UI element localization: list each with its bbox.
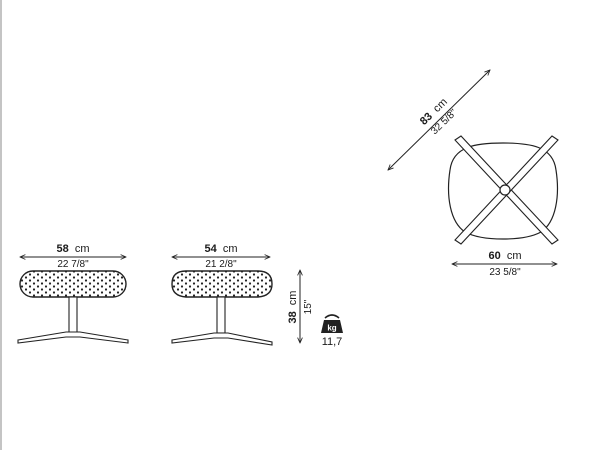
dim-front-in: 21 2/8" xyxy=(205,259,237,270)
footstool-side-view: 58 cm 22 7/8" xyxy=(17,243,129,344)
cushion-side xyxy=(19,270,127,298)
cushion-front xyxy=(171,270,273,298)
dim-line-diagonal xyxy=(388,70,490,170)
dim-height-in: 15" xyxy=(303,299,314,314)
dim-diagonal-in: 32 5/8" xyxy=(429,107,460,137)
weight-value: 11,7 xyxy=(322,336,343,348)
base-side xyxy=(17,331,129,344)
weight-indicator: kg 11,7 xyxy=(321,314,343,348)
dim-side-in: 22 7/8" xyxy=(57,259,89,270)
height-dimension: 38 cm 15" xyxy=(287,270,314,343)
top-view: 83 cm 32 5/8" 60 cm 23 5/8" xyxy=(388,70,559,278)
stem-top xyxy=(499,184,511,196)
base-front xyxy=(171,332,273,346)
dim-top-cm: 60 cm xyxy=(489,250,522,262)
dim-front-cm: 54 cm xyxy=(205,243,238,255)
dim-top-in: 23 5/8" xyxy=(489,267,521,278)
dim-side-cm: 58 cm xyxy=(57,243,90,255)
dim-height-cm: 38 cm xyxy=(287,291,299,324)
weight-icon: kg xyxy=(321,314,343,333)
weight-icon-label: kg xyxy=(327,324,336,333)
footstool-front-view: 54 cm 21 2/8" xyxy=(171,243,273,346)
stem-front xyxy=(216,296,226,334)
stem-side xyxy=(68,296,78,334)
